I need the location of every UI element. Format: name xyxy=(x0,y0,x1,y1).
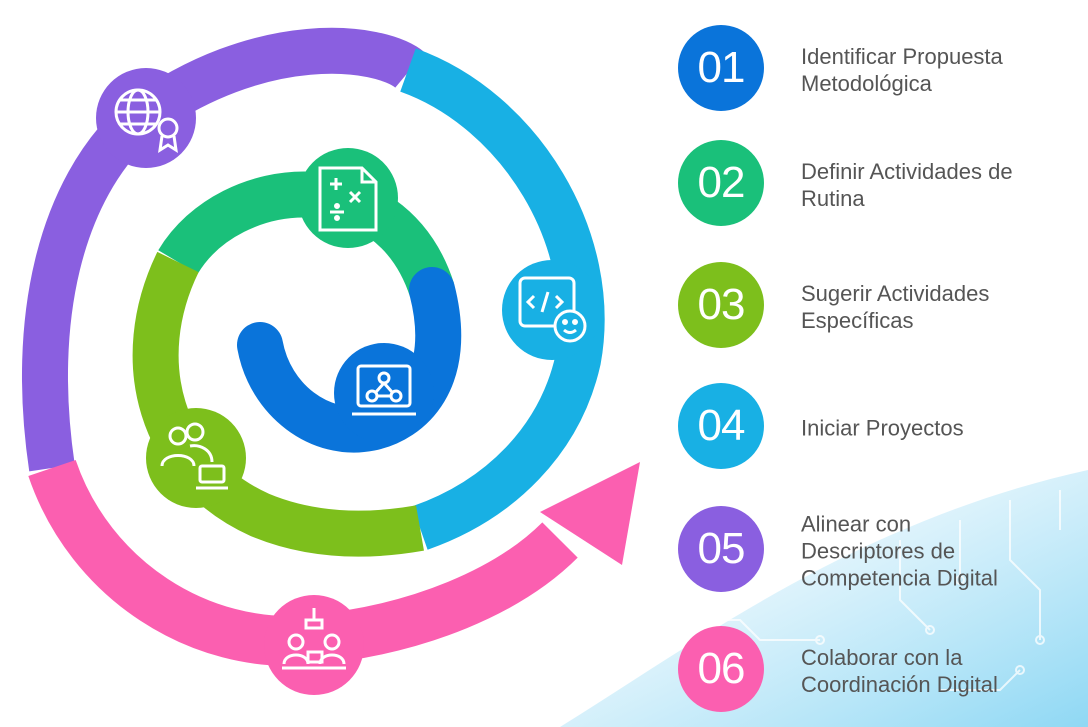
step-label-01: Identificar Propuesta Metodológica xyxy=(801,44,1003,96)
meeting-desk-icon xyxy=(282,608,346,670)
step-label-02: Definir Actividades de Rutina xyxy=(801,159,1013,211)
icon-node-06 xyxy=(264,595,364,695)
step-06: 06 Colaborar con la Coordinación Digital xyxy=(678,626,1088,716)
step-03: 03 Sugerir Actividades Específicas xyxy=(678,262,1088,352)
arrow-head xyxy=(540,462,640,565)
team-laptop-icon xyxy=(160,422,228,490)
step-number-02: 02 xyxy=(678,140,764,226)
arc-03-lime xyxy=(132,251,424,557)
icon-node-03 xyxy=(146,408,246,508)
math-document-icon xyxy=(318,166,378,232)
step-01: 01 Identificar Propuesta Metodológica xyxy=(678,25,1088,115)
video-lesson-icon xyxy=(352,364,416,416)
step-number-03: 03 xyxy=(678,262,764,348)
step-02: 02 Definir Actividades de Rutina xyxy=(678,140,1088,230)
icon-node-04 xyxy=(502,260,602,360)
globe-certificate-icon xyxy=(114,88,179,153)
icon-node-02 xyxy=(298,148,398,248)
code-window-icon xyxy=(518,276,587,343)
step-label-05: Alinear con Descriptores de Competencia … xyxy=(801,511,998,591)
step-number-04: 04 xyxy=(678,383,764,469)
icon-node-05 xyxy=(96,68,196,168)
step-05: 05 Alinear con Descriptores de Competenc… xyxy=(678,506,1088,596)
step-number-06: 06 xyxy=(678,626,764,712)
step-number-05: 05 xyxy=(678,506,764,592)
step-label-06: Colaborar con la Coordinación Digital xyxy=(801,645,998,697)
step-04: 04 Iniciar Proyectos xyxy=(678,383,1088,473)
step-label-03: Sugerir Actividades Específicas xyxy=(801,281,990,333)
step-label-04: Iniciar Proyectos xyxy=(801,415,964,441)
icon-node-01 xyxy=(334,343,434,443)
step-number-01: 01 xyxy=(678,25,764,111)
arc-05-purple-left xyxy=(22,102,154,472)
